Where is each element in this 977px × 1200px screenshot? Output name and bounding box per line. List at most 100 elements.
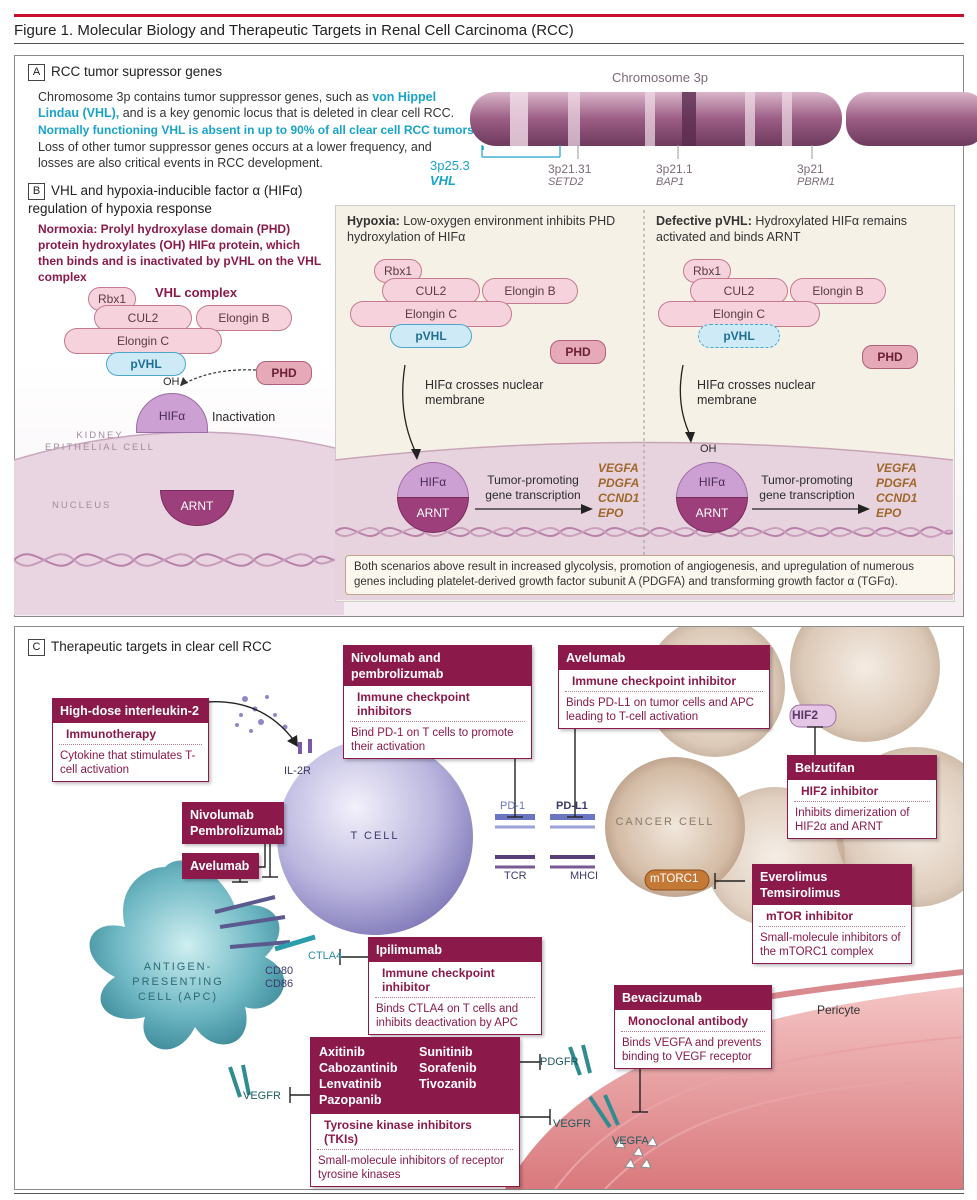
drug-cabozantinib: Cabozantinib [319,1061,398,1075]
band-vhl-gene: VHL [430,173,456,188]
drug-lenvatinib: Lenvatinib [319,1077,382,1091]
card-tki-desc: Small-molecule inhibitors of receptor ty… [318,1155,504,1181]
chromosome-label: Chromosome 3p [611,70,709,85]
drug-sorafenib: Sorafenib [419,1061,477,1075]
card-il2: High-dose interleukin-2 Immunotherapy Cy… [52,698,209,782]
drug-pazopanib: Pazopanib [319,1093,382,1107]
defective-arrow [679,365,695,443]
gene-vegfa-d: VEGFA [876,461,917,475]
panel-c-title: Therapeutic targets in clear cell RCC [51,639,272,655]
title-rule [14,43,964,44]
card-belzutifan-title: Belzutifan [788,756,936,780]
card-everolimus-title1: Everolimus [760,870,828,884]
vhl-complex-title: VHL complex [155,285,238,300]
card-ipilimumab: Ipilimumab Immune checkpoint inhibitor B… [368,937,542,1035]
gene-ccnd1-d: CCND1 [876,491,918,505]
drug-tivozanib: Tivozanib [419,1077,477,1091]
cancer-cell-label: CANCER CELL [615,816,715,828]
pdgfr-label: PDGFR [540,1056,579,1068]
card-avelumab-small: Avelumab [182,853,259,879]
nucleus-background [14,431,344,615]
hif2-label: HIF2 [792,708,819,722]
card-tki: Axitinib Cabozantinib Lenvatinib Pazopan… [310,1037,520,1187]
cd86-label: CD86 [265,978,294,990]
panel-c-letter: C [28,639,45,656]
card-avelumab-sub: Immune checkpoint inhibitor [565,670,763,692]
oh-group: OH [163,376,180,388]
pvhl-hypoxia: pVHL [390,324,472,348]
panel-a-p1-pre: Chromosome 3p contains tumor suppressor … [38,90,373,104]
panel-c-heading: C Therapeutic targets in clear cell RCC [28,639,272,656]
chromosome-3p [470,92,977,150]
tumor-promoting-defective: Tumor-promoting gene transcription [759,473,855,502]
card-nivolumab-pd1: Nivolumab and pembrolizumab Immune check… [343,645,532,759]
cd80-label: CD80 [265,965,294,977]
defective-caption-text: Hydroxylated HIFα remains activated and … [656,214,908,244]
card-everolimus-sub: mTOR inhibitor [759,905,905,927]
gene-vegfa: VEGFA [598,461,639,475]
phd-protein: PHD [256,361,312,385]
panel-b-title: VHL and hypoxia-inducible factor α (HIFα… [28,183,303,216]
hypoxia-caption: Hypoxia: Low-oxygen environment inhibits… [347,213,617,245]
band-bap1-gene: BAP1 [656,176,685,188]
band-pbrm1-gene: PBRM1 [797,176,835,188]
card-avelumab-pdl1: Avelumab Immune checkpoint inhibitor Bin… [558,645,770,729]
tumor-promoting-hypoxia: Tumor-promoting gene transcription [485,473,581,502]
card-bevacizumab: Bevacizumab Monoclonal antibody Binds VE… [614,985,772,1069]
hypoxia-caption-text: Low-oxygen environment inhibits PHD hydr… [347,214,616,244]
panel-a-p1-post: and is a key genomic locus that is delet… [119,106,455,120]
elonginc-protein: Elongin C [64,328,222,354]
transcription-arrow-defective [752,504,870,514]
figure-title: Figure 1. Molecular Biology and Therapeu… [14,22,574,39]
panel-b-letter: B [28,182,45,200]
panel-a-letter: A [28,64,45,81]
elonginb-hypoxia: Elongin B [482,278,578,304]
card-avelumab-desc: Binds PD-L1 on tumor cells and APC leadi… [566,697,754,723]
card-belzutifan-desc: Inhibits dimerization of HIF2α and ARNT [795,807,910,833]
vegfr-apc-label: VEGFR [243,1090,281,1102]
card-belzutifan: Belzutifan HIF2 inhibitor Inhibits dimer… [787,755,937,839]
band-bap1: 3p21.1 BAP1 [656,162,726,188]
gene-pdgfa: PDGFA [598,476,640,490]
card-belzutifan-sub: HIF2 inhibitor [794,780,930,802]
card-avelumab-title: Avelumab [559,646,769,670]
pvhl-protein: pVHL [106,352,186,376]
transcription-arrow-hypoxia [475,504,593,514]
panel-a-p2: Normally functioning VHL is absent in up… [38,123,478,137]
hifa-crosses-hypoxia: HIFα crosses nuclear membrane [425,378,544,407]
hypoxia-divider [643,210,645,555]
card-avelumab-small-title: Avelumab [183,854,258,878]
card-tki-sub: Tyrosine kinase inhibitors (TKIs) [317,1114,513,1150]
card-nivo-title: Nivolumab and pembrolizumab [344,646,531,686]
hypoxia-arrow [402,365,421,460]
card-tki-drugs: Axitinib Cabozantinib Lenvatinib Pazopan… [311,1038,519,1114]
top-accent-bar [14,14,964,17]
cul2-hypoxia: CUL2 [382,278,480,304]
band-vhl: 3p25.3 VHL [430,158,490,188]
band-pbrm1-label: 3p21 [797,162,824,176]
normoxia-text: Normoxia: Prolyl hydroxylase domain (PHD… [38,222,321,284]
card-il2-sub: Immunotherapy [59,723,202,745]
phd-defective: PHD [862,345,918,369]
band-setd2: 3p21.31 SETD2 [548,162,618,188]
pericyte-label: Pericyte [817,1003,861,1017]
card-il2-desc: Cytokine that stimulates T-cell activati… [60,750,196,776]
band-setd2-gene: SETD2 [548,176,584,188]
mhci-label: MHCI [570,870,599,882]
band-connectors [481,145,813,159]
ctla4-label: CTLA4 [308,950,343,962]
gene-ccnd1: CCND1 [598,491,640,505]
drug-sunitinib: Sunitinib [419,1045,473,1059]
gene-epo: EPO [598,506,624,520]
card-ipilimumab-desc: Binds CTLA4 on T cells and inhibits deac… [376,1003,519,1029]
card-bevacizumab-title: Bevacizumab [615,986,771,1010]
nucleus-label: NUCLEUS [52,500,112,511]
pdl1-label: PD-L1 [556,800,588,812]
hifa-crosses-defective: HIFα crosses nuclear membrane [697,378,816,407]
inactivation-label: Inactivation [212,410,276,424]
card-il2-title: High-dose interleukin-2 [53,699,208,723]
card-bevacizumab-desc: Binds VEGFA and prevents binding to VEGF… [622,1037,762,1063]
